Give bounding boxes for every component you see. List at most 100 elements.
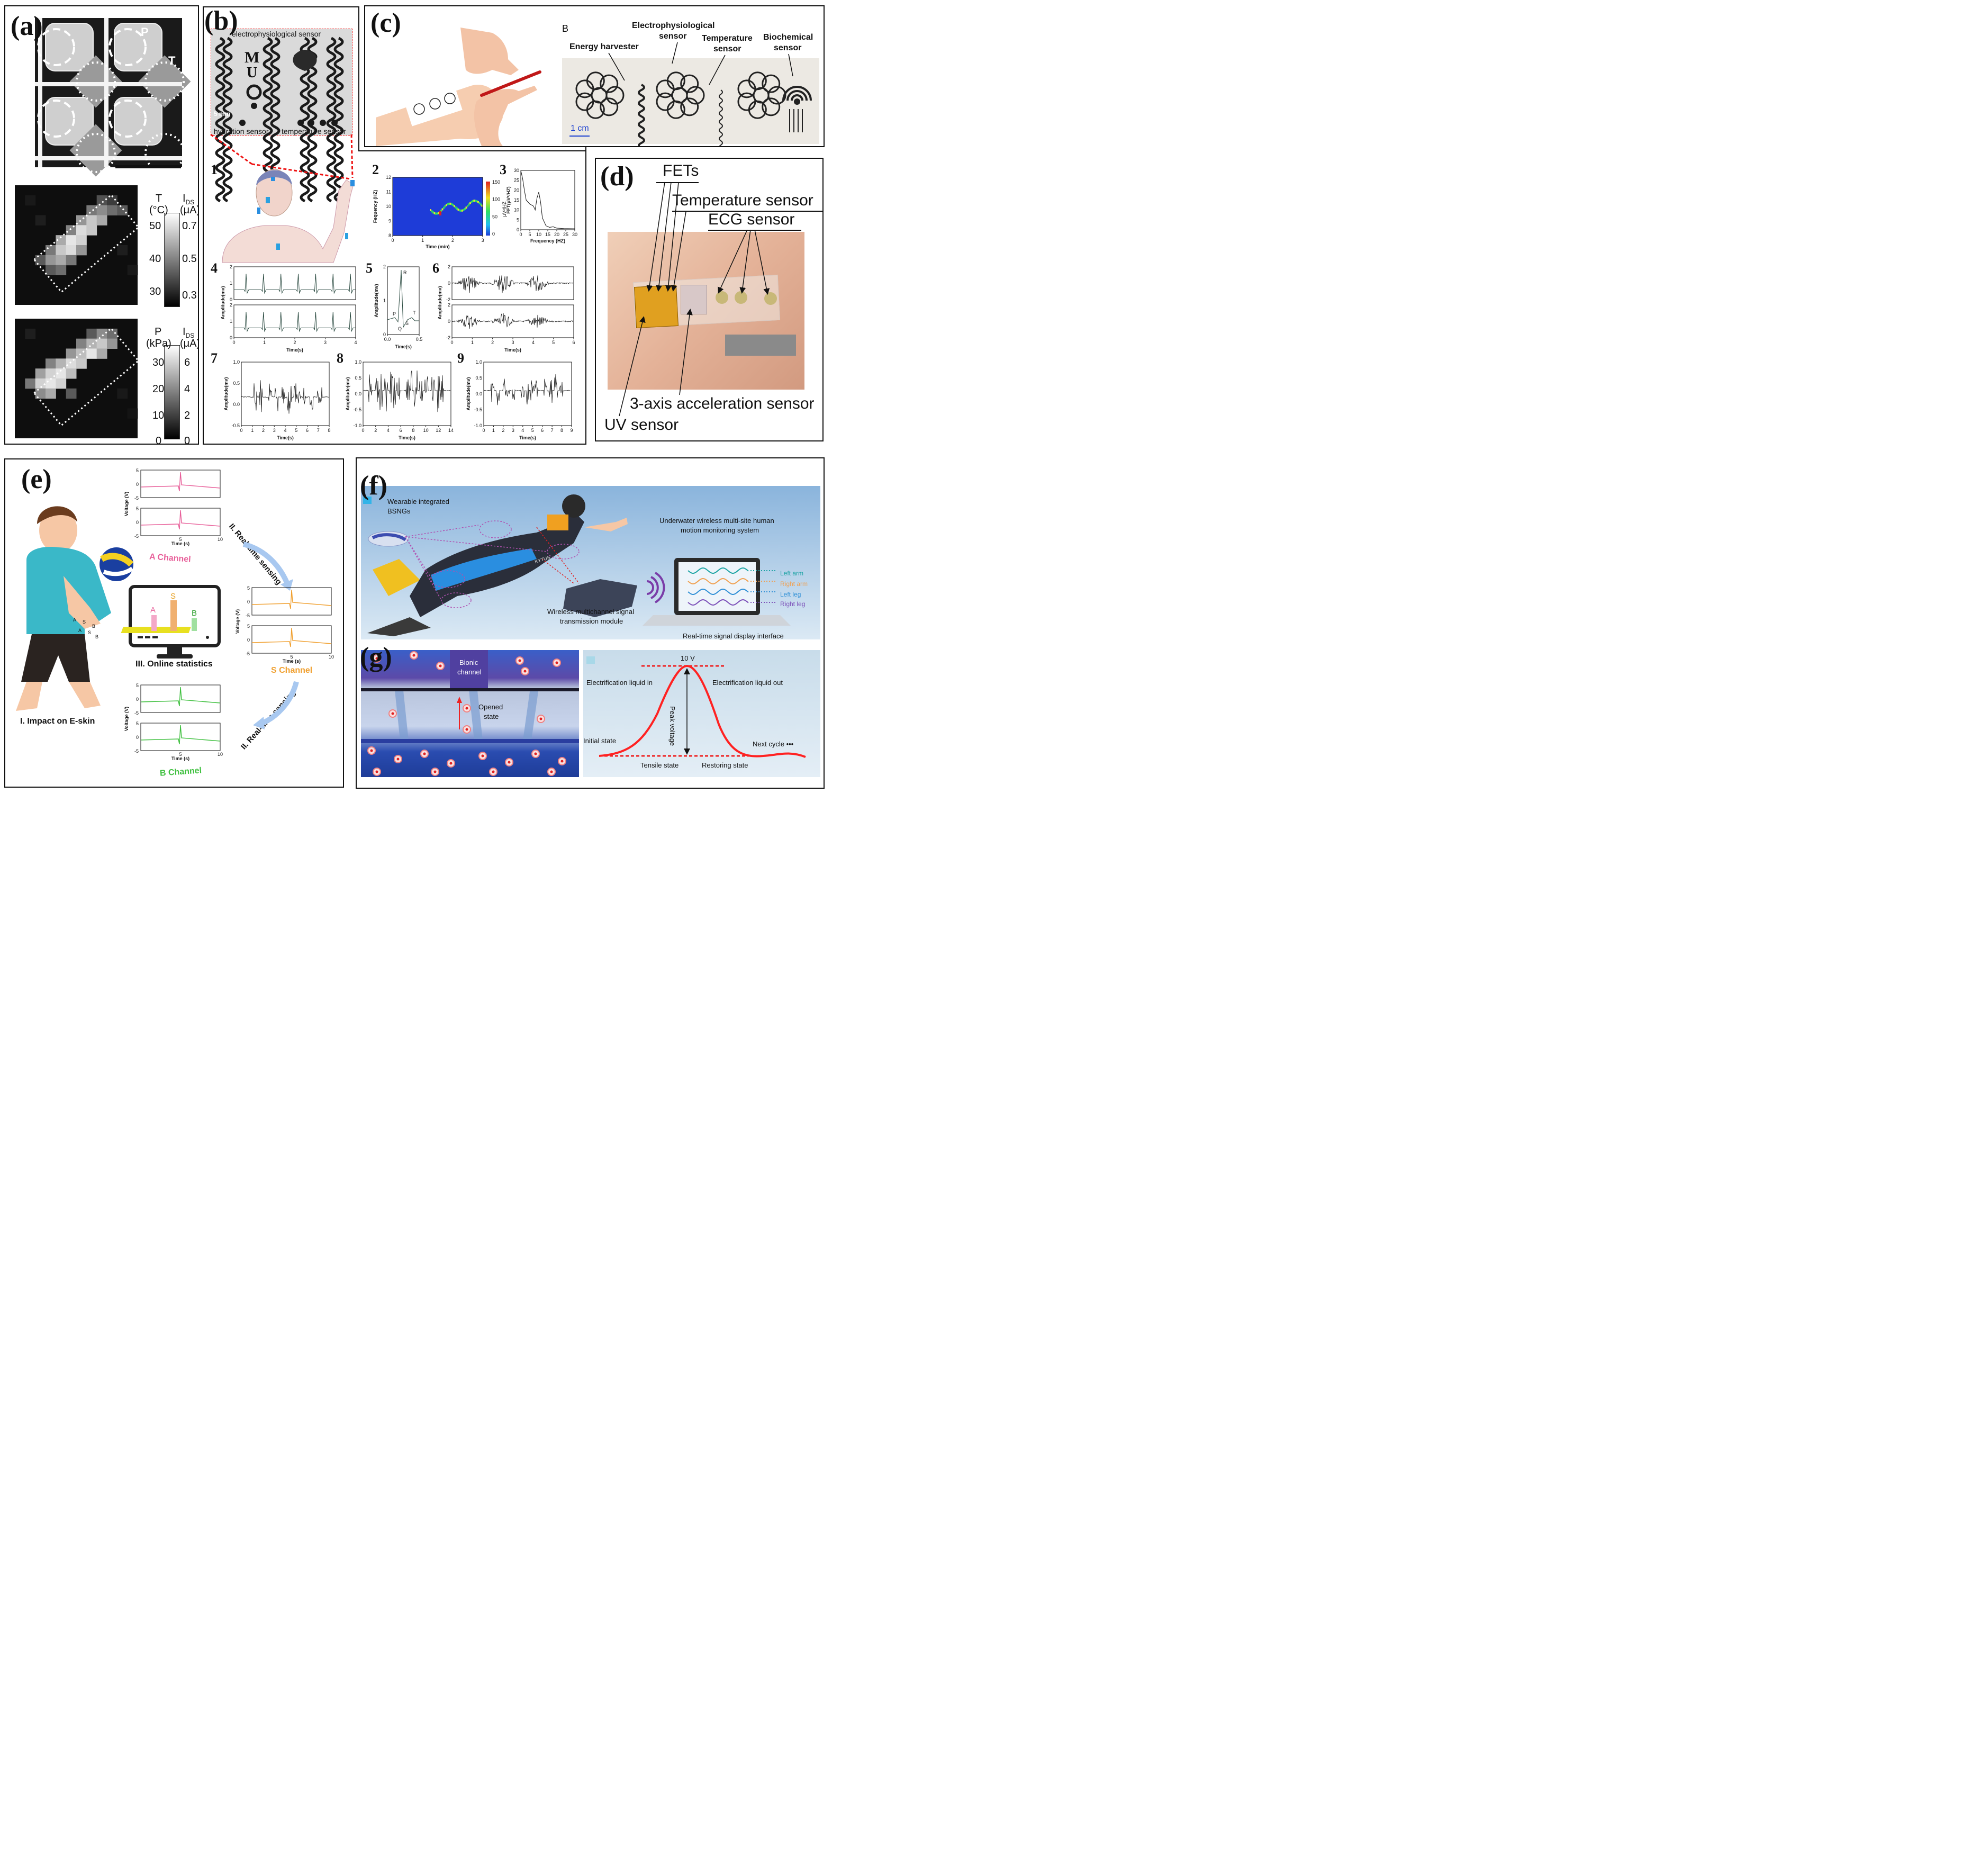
cbar1-ids: IDS — [183, 193, 195, 206]
cbar2-left-3: 0 — [156, 435, 162, 445]
panel-c-arrows — [608, 42, 793, 85]
axis-label: Amplitude(mv) — [345, 377, 350, 410]
spectrogram-band — [432, 211, 434, 214]
plot-frame — [392, 177, 483, 236]
tick-label: -5 — [246, 651, 250, 656]
scale-bar — [115, 165, 181, 168]
biochemical-ring — [786, 90, 808, 101]
ion-core — [423, 752, 426, 755]
heartbeat-trace — [387, 269, 419, 328]
ion-core — [391, 712, 394, 715]
serpentine-trace — [222, 37, 233, 203]
spectrogram-band — [451, 203, 453, 205]
logo-m: M — [245, 49, 260, 66]
tick-label: 3 — [481, 238, 484, 243]
heatmap-cell — [35, 378, 46, 389]
tick-label: 1.0 — [475, 359, 482, 365]
tick-label: 0 — [391, 238, 394, 243]
heatmap-cell — [86, 348, 97, 359]
spectrogram-band — [462, 209, 463, 212]
step1-label: I. Impact on E-skin — [20, 717, 95, 726]
ion-core — [550, 770, 553, 773]
heatmap-cell — [46, 388, 56, 399]
tick-label: 1 — [492, 428, 495, 433]
arm-label-a2: A — [78, 628, 82, 633]
opened-label-2: state — [484, 712, 499, 720]
plot-number-9: 9 — [457, 350, 464, 366]
tick-label: 7 — [317, 428, 320, 433]
axis-label: Amplitude(mv) — [220, 286, 225, 319]
tick-label: 0.5 — [416, 337, 423, 342]
signal-wave — [687, 588, 749, 595]
tick-label: 15 — [545, 232, 550, 237]
tick-label: 10 — [329, 654, 334, 660]
hydration-electrode — [246, 84, 262, 100]
tick-label: 2 — [448, 302, 450, 308]
heatmap-cell — [76, 245, 87, 256]
arm-label-s1: S — [83, 619, 86, 625]
plot-number-8: 8 — [337, 350, 343, 366]
heatmap-cell — [86, 225, 97, 236]
heatmap-cell — [25, 195, 36, 206]
heatmap-cell — [117, 205, 128, 215]
contact-pad — [297, 120, 304, 126]
fets-label: FETs — [663, 162, 699, 179]
tick-label: 20 — [514, 187, 519, 193]
spectrogram-band — [438, 212, 439, 214]
tensile-state-label: Tensile state — [640, 761, 679, 769]
axis-label: Time (min) — [426, 244, 449, 249]
tick-label: 0 — [136, 697, 139, 702]
cbar2-ids: IDS — [183, 326, 195, 339]
tick-label: 8 — [412, 428, 414, 433]
tick-label: 10 — [218, 537, 223, 542]
acceleration-chip — [681, 285, 707, 314]
tick-label: 2 — [293, 340, 296, 345]
cbar1-ids-unit: (μA) — [180, 204, 199, 216]
cbar1-var: T — [156, 193, 162, 204]
contact-pad — [320, 120, 326, 126]
tick-label: 0.5 — [233, 381, 240, 386]
volleyball-player-illustration — [16, 506, 134, 711]
tick-label: -5 — [134, 710, 139, 716]
tick-label: 1.0 — [233, 359, 240, 365]
diver-illustration — [367, 494, 628, 636]
signal-wave — [687, 578, 749, 584]
scale-1cm-label: 1 cm — [571, 124, 589, 133]
a-channel-label: A Channel — [149, 552, 192, 564]
serpentine-loop — [762, 74, 781, 93]
biochemical-center — [794, 98, 800, 105]
heatmap-cell — [76, 215, 87, 226]
heatmap-cell — [66, 245, 77, 256]
colorbar-label: μV²/HZ — [502, 201, 507, 217]
opened-label-1: Opened — [478, 703, 503, 711]
temperature-label-1: Temperature — [702, 34, 753, 43]
heatmap-cell — [66, 388, 77, 399]
tick-label: 0.0 — [475, 391, 482, 396]
membrane-bottom — [361, 739, 579, 743]
tick-label: 0 — [383, 332, 386, 337]
serpentine-trace — [215, 37, 225, 203]
cbar1-left-0: 50 — [149, 220, 161, 232]
panel-c-sub-b: B — [562, 23, 569, 34]
tick-label: 15 — [514, 197, 519, 203]
s-channel-label: S Channel — [271, 666, 313, 675]
tick-label: 10 — [536, 232, 541, 237]
heatmap-cell — [46, 358, 56, 369]
cbar1-right-0: 0.7 — [182, 220, 197, 232]
restoring-state-label: Restoring state — [702, 761, 748, 769]
ecg-trace-bottom — [234, 312, 356, 332]
panel-c: (c) B Energy harvester Electrophysiologi… — [364, 5, 825, 147]
ion-core — [375, 657, 378, 660]
tick-label: 6 — [572, 340, 575, 345]
electrophysiological-sensor-label: electrophysiological sensor — [232, 30, 321, 38]
tick-label: 1 — [421, 238, 424, 243]
ion-particles — [361, 650, 579, 776]
plot-number-3: 3 — [500, 162, 506, 177]
ion-core — [518, 659, 521, 662]
spectrogram-band — [475, 200, 476, 202]
axis-label: Time(s) — [395, 344, 412, 349]
heatmap-cell — [96, 328, 107, 339]
heatmap-cell — [96, 338, 107, 349]
ion-core — [412, 654, 415, 657]
